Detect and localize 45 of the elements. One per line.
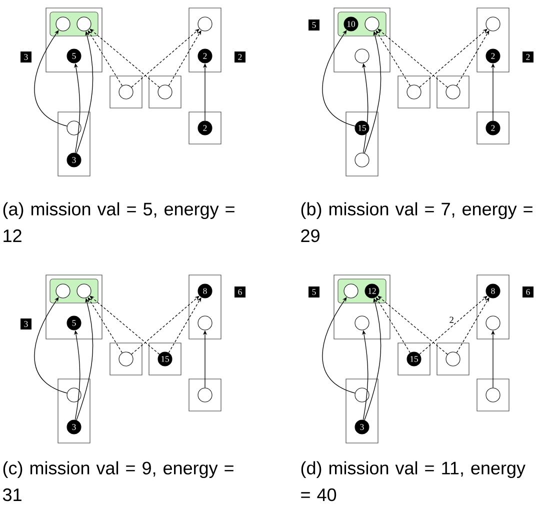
caption: (d) mission val = 11, energy = 40 <box>301 461 526 502</box>
number-tag: 5 <box>308 20 320 30</box>
arrow <box>419 296 488 355</box>
arrow <box>378 28 448 88</box>
circle <box>56 284 70 298</box>
arrow <box>90 296 160 355</box>
circle <box>446 84 460 100</box>
circle <box>118 84 134 100</box>
caption: (b) mission val = 7, energy = 29 <box>301 202 532 242</box>
circle <box>354 388 370 402</box>
number-tag: 6 <box>234 286 246 298</box>
circle <box>66 120 82 136</box>
arrow <box>131 28 200 88</box>
circle <box>56 16 70 32</box>
circle <box>354 316 370 330</box>
number-tag: 6 <box>522 286 534 298</box>
circle <box>198 16 212 32</box>
circle <box>406 84 422 100</box>
circle <box>354 48 370 64</box>
circle <box>118 352 134 366</box>
number-tag: 5 <box>308 286 320 298</box>
circle <box>486 16 500 32</box>
circle <box>76 284 92 298</box>
number-tag: 3 <box>20 318 32 330</box>
arrow <box>378 296 448 355</box>
caption: (a) mission val = 5, energy = 12 <box>3 202 234 242</box>
circle <box>486 388 500 402</box>
caption: (c) mission val = 9, energy = 31 <box>2 461 234 502</box>
circle <box>364 16 380 32</box>
circle <box>198 316 212 330</box>
circle <box>76 16 92 32</box>
circle <box>66 388 82 402</box>
circle <box>354 152 370 168</box>
arrow <box>90 28 160 88</box>
arrow <box>419 28 488 88</box>
number-tag: 3 <box>20 52 32 62</box>
number-tag: 2 <box>234 52 246 62</box>
circle <box>198 388 212 402</box>
edge-label: 2 <box>448 316 455 324</box>
circle <box>158 84 172 100</box>
circle <box>344 284 358 298</box>
circle <box>486 316 500 330</box>
arrow <box>131 296 200 355</box>
number-tag: 2 <box>522 52 534 62</box>
circle <box>446 352 460 366</box>
